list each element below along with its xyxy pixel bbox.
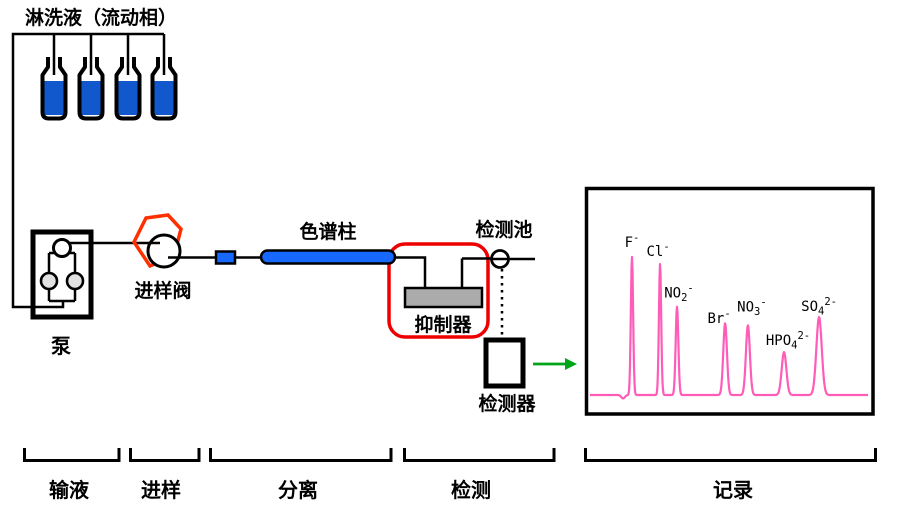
peak-label: NO3- [737, 296, 767, 318]
separation-column [259, 249, 397, 265]
stage-bracket-separation [209, 448, 393, 462]
detector-label: 检测器 [478, 392, 536, 415]
stage-label-recording: 记录 [713, 478, 753, 502]
stage-bracket-delivery [23, 448, 121, 462]
stage-label-delivery: 输液 [49, 478, 90, 502]
injection-valve-circle [146, 233, 182, 269]
eluent-supply-line [11, 32, 164, 309]
suppressor-outline [387, 242, 490, 339]
peak-label: F- [625, 232, 640, 251]
pump-piston-circle-left [39, 271, 59, 291]
peak-label: Cl- [647, 241, 670, 260]
eluent-title: 淋洗液（流动相） [25, 6, 177, 29]
peak-label: HPO42- [766, 330, 810, 352]
stage-bracket-injection [129, 448, 201, 462]
suppressor-label: 抑制器 [414, 313, 472, 336]
detection-cell-label: 检测池 [475, 218, 532, 241]
column-label: 色谱柱 [299, 220, 356, 243]
guard-column [214, 250, 237, 265]
chromatogram: F- Cl- NO2- Br- NO3- HPO42- SO42- [589, 232, 869, 400]
pump-head-circle [52, 238, 72, 258]
injection-valve-label: 进样阀 [134, 279, 191, 302]
stage-bracket-detection [403, 448, 556, 462]
detector-box [483, 337, 526, 389]
pump-label: 泵 [51, 334, 71, 358]
stage-label-separation: 分离 [278, 478, 318, 502]
stage-bracket-recording [584, 448, 877, 462]
chromatogram-trace [589, 255, 869, 400]
stage-label-detection: 检测 [451, 478, 491, 502]
flow-lines [235, 256, 535, 288]
pump-piston-circle-right [65, 271, 85, 291]
suppressor-box [403, 286, 484, 309]
eluent-tube-lines [52, 34, 166, 75]
peak-label: SO42- [801, 296, 837, 318]
flow-arrow-head-icon [565, 358, 577, 370]
peak-label: NO2- [664, 283, 694, 305]
valve-connection-lines [150, 241, 216, 259]
peak-label: Br- [708, 308, 731, 327]
stage-label-injection: 进样 [141, 478, 181, 502]
